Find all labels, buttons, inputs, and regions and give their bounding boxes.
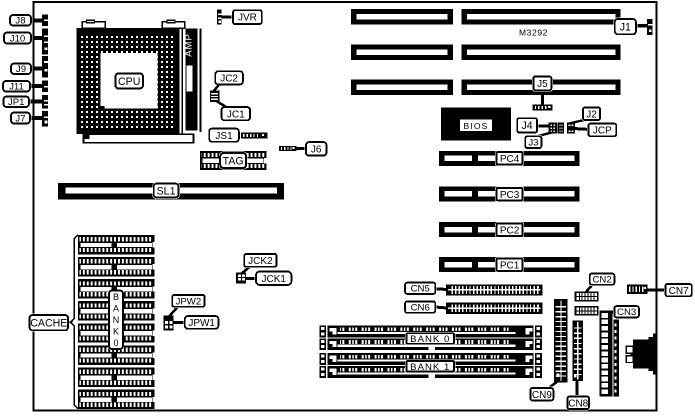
svg-text:JPW1: JPW1 bbox=[188, 318, 215, 329]
svg-text:0: 0 bbox=[113, 338, 118, 348]
svg-text:M3292: M3292 bbox=[519, 28, 548, 38]
svg-text:J3: J3 bbox=[528, 138, 538, 149]
svg-text:J1: J1 bbox=[620, 21, 631, 33]
svg-text:CN9: CN9 bbox=[532, 390, 552, 401]
svg-text:A: A bbox=[113, 303, 119, 313]
svg-text:CPU: CPU bbox=[118, 76, 140, 88]
svg-text:JCP: JCP bbox=[593, 126, 612, 137]
svg-text:CN7: CN7 bbox=[669, 286, 689, 297]
svg-text:CN5: CN5 bbox=[411, 284, 430, 295]
svg-text:JC2: JC2 bbox=[220, 73, 238, 84]
svg-text:J4: J4 bbox=[521, 120, 532, 132]
svg-text:BANK 0: BANK 0 bbox=[410, 334, 450, 345]
svg-text:K: K bbox=[113, 327, 119, 337]
svg-text:JVR: JVR bbox=[238, 13, 257, 24]
svg-text:B: B bbox=[113, 292, 119, 302]
svg-text:TAG: TAG bbox=[223, 155, 244, 167]
svg-text:J8: J8 bbox=[15, 16, 25, 27]
svg-text:PC3: PC3 bbox=[500, 190, 520, 201]
svg-text:J9: J9 bbox=[16, 64, 26, 75]
svg-text:JS1: JS1 bbox=[215, 131, 233, 142]
svg-text:CACHE: CACHE bbox=[30, 317, 67, 329]
svg-text:SL1: SL1 bbox=[157, 185, 176, 197]
svg-text:J11: J11 bbox=[9, 82, 24, 93]
svg-text:JCK2: JCK2 bbox=[248, 256, 273, 267]
svg-text:CN6: CN6 bbox=[411, 303, 430, 314]
svg-text:CN3: CN3 bbox=[617, 307, 636, 318]
svg-text:JCK1: JCK1 bbox=[261, 274, 286, 285]
svg-text:J2: J2 bbox=[586, 109, 597, 120]
svg-text:JPW2: JPW2 bbox=[176, 296, 202, 307]
svg-text:J10: J10 bbox=[10, 33, 25, 44]
svg-text:PC4: PC4 bbox=[500, 154, 520, 165]
svg-text:J7: J7 bbox=[15, 113, 25, 124]
svg-text:AMP: AMP bbox=[184, 33, 195, 57]
svg-text:BANK 1: BANK 1 bbox=[410, 362, 450, 373]
svg-text:JP1: JP1 bbox=[8, 97, 25, 108]
svg-text:J5: J5 bbox=[537, 79, 548, 90]
svg-text:CN8: CN8 bbox=[568, 398, 588, 409]
svg-text:JC1: JC1 bbox=[227, 109, 245, 120]
svg-text:N: N bbox=[113, 315, 120, 325]
svg-text:PC1: PC1 bbox=[500, 260, 520, 271]
svg-text:PC2: PC2 bbox=[500, 226, 520, 237]
svg-text:BIOS: BIOS bbox=[463, 121, 488, 131]
svg-text:J6: J6 bbox=[311, 144, 322, 155]
svg-text:CN2: CN2 bbox=[592, 275, 611, 286]
